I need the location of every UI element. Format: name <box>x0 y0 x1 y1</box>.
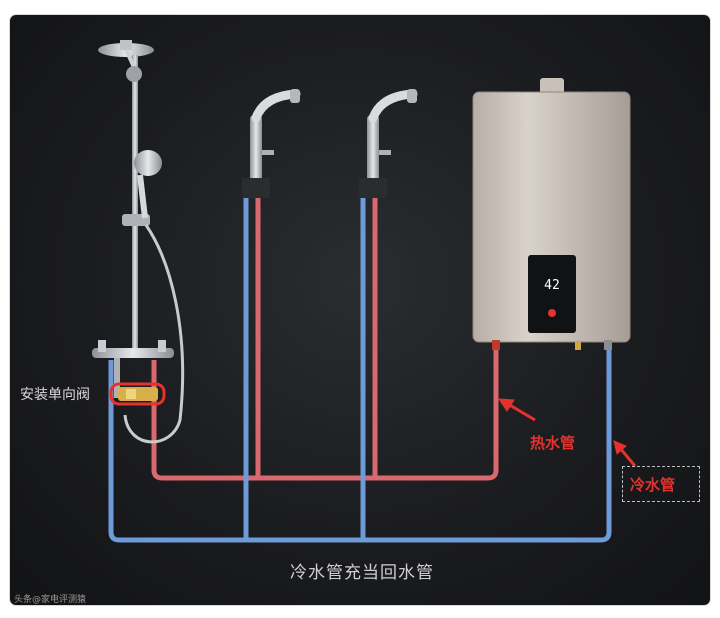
shower-column <box>92 40 185 444</box>
check-valve-label: 安装单向阀 <box>20 387 90 403</box>
diagram-caption: 冷水管充当回水管 <box>290 563 434 583</box>
hot-pipe-main <box>151 340 499 481</box>
cold-pipe-main <box>108 340 612 543</box>
faucet-icon <box>242 89 301 198</box>
hot-pipe-label: 热水管 <box>530 434 576 452</box>
cold-pipe-label-box <box>622 466 700 502</box>
cold-pipe-label: 冷水管 <box>630 476 676 494</box>
arrow-icon <box>613 440 637 467</box>
heater-display-panel <box>528 255 576 333</box>
faucet-icon <box>359 89 418 198</box>
hand-shower-icon <box>134 150 162 176</box>
water-heater-icon: 42 <box>472 78 631 350</box>
shower-hose <box>123 224 185 444</box>
heater-display-temp: 42 <box>544 278 560 293</box>
cold-pipe-network <box>108 195 612 543</box>
check-valve-icon <box>109 382 166 406</box>
shower-mixer-bar <box>92 348 174 358</box>
arrow-icon <box>498 398 536 422</box>
watermark: 头条@家电评测猿 <box>14 595 87 605</box>
hot-pipe-network <box>151 195 499 481</box>
